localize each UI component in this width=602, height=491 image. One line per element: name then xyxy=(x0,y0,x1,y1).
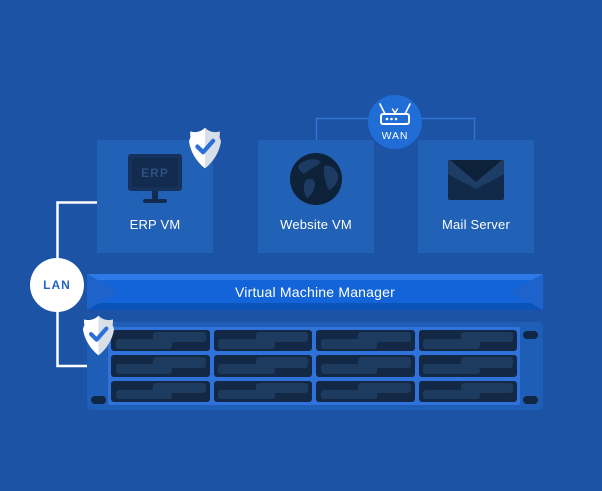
drive-bay xyxy=(213,380,312,402)
node-label-website-vm: Website VM xyxy=(280,217,352,232)
drive-bay xyxy=(111,330,210,352)
router-icon xyxy=(379,102,411,125)
node-website-vm: Website VM xyxy=(258,140,374,253)
drive-bay xyxy=(213,330,312,352)
node-mail-server: Mail Server xyxy=(418,140,534,253)
rack-screw xyxy=(91,396,106,404)
drive-bay xyxy=(111,380,210,402)
shield-check-icon xyxy=(189,127,221,169)
node-erp-vm: ERP ERP VM xyxy=(97,140,213,253)
drive-bay xyxy=(111,355,210,377)
drive-bay xyxy=(316,380,415,402)
rack-screw xyxy=(523,396,538,404)
node-label-erp-vm: ERP VM xyxy=(129,217,181,232)
node-label-mail-server: Mail Server xyxy=(442,217,510,232)
monitor-screen-text: ERP xyxy=(141,166,169,180)
monitor-icon: ERP xyxy=(97,153,213,205)
drive-bay xyxy=(316,330,415,352)
wan-node: WAN xyxy=(368,95,422,149)
drive-bay xyxy=(418,380,517,402)
lan-node: LAN xyxy=(30,258,84,312)
drive-bay-grid xyxy=(108,327,520,405)
drive-bay xyxy=(418,330,517,352)
globe-icon xyxy=(258,153,374,205)
envelope-icon xyxy=(418,160,534,200)
vm-manager-label: Virtual Machine Manager xyxy=(235,284,395,300)
drive-bay xyxy=(316,355,415,377)
lan-label: LAN xyxy=(43,278,71,292)
shield-check-icon xyxy=(82,315,115,356)
rack-screw xyxy=(523,331,538,339)
wan-label: WAN xyxy=(381,129,409,142)
vm-manager-bar: Virtual Machine Manager xyxy=(87,274,543,310)
drive-bay xyxy=(213,355,312,377)
drive-bay xyxy=(418,355,517,377)
server-rack xyxy=(87,322,543,410)
